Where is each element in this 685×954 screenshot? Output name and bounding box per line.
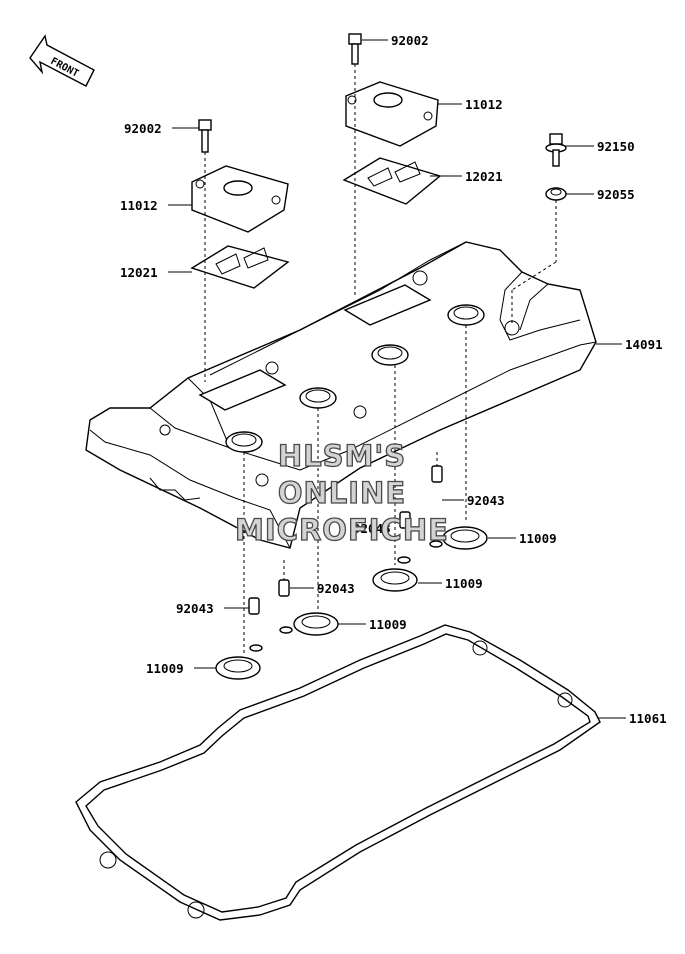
- collar-icon: [248, 465, 443, 615]
- rear-breather-plate: [342, 157, 442, 205]
- washer-icon: [545, 187, 567, 201]
- front-breather-plate: [190, 245, 290, 289]
- rear-breather-cap: [345, 81, 439, 147]
- front-bolt-icon: [198, 119, 212, 153]
- callout-cover: 14091: [625, 337, 663, 352]
- callouts: 92002 11012 12021 92002 11012 12021 9215…: [120, 33, 667, 726]
- callout-collar-b: 92043: [353, 521, 391, 536]
- callout-bolt-rear: 92002: [391, 33, 429, 48]
- callout-bolt-front: 92002: [124, 121, 162, 136]
- front-arrow-icon: FRONT: [29, 34, 95, 87]
- callout-gasket-main: 11061: [629, 711, 667, 726]
- seal-washer-icon: [215, 526, 488, 680]
- watermark-line-2: ONLINE: [278, 476, 406, 510]
- special-bolt-icon: [545, 133, 567, 167]
- callout-gasket-a: 11009: [519, 531, 557, 546]
- assembly-lines: [204, 64, 557, 655]
- main-gasket: [75, 624, 601, 921]
- callout-gasket-d: 11009: [146, 661, 184, 676]
- callout-collar-c: 92043: [317, 581, 355, 596]
- callout-washer: 92055: [597, 187, 635, 202]
- callout-collar-d: 92043: [176, 601, 214, 616]
- callout-gasket-b: 11009: [445, 576, 483, 591]
- callout-plate-rear: 12021: [465, 169, 503, 184]
- watermark-line-1: HLSM'S: [278, 439, 406, 473]
- callout-bolt-special: 92150: [597, 139, 635, 154]
- rear-bolt-icon: [348, 33, 362, 65]
- watermark-line-3: MICROFICHE: [235, 513, 449, 547]
- leader-lines: [168, 39, 626, 719]
- cylinder-head-cover: [85, 241, 597, 549]
- front-breather-cap: [191, 165, 289, 233]
- callout-cap-rear: 11012: [465, 97, 503, 112]
- watermark: HLSM'S ONLINE MICROFICHE: [234, 438, 449, 547]
- callout-collar-a: 92043: [467, 493, 505, 508]
- callout-gasket-c: 11009: [369, 617, 407, 632]
- callout-cap-front: 11012: [120, 198, 158, 213]
- callout-plate-front: 12021: [120, 265, 158, 280]
